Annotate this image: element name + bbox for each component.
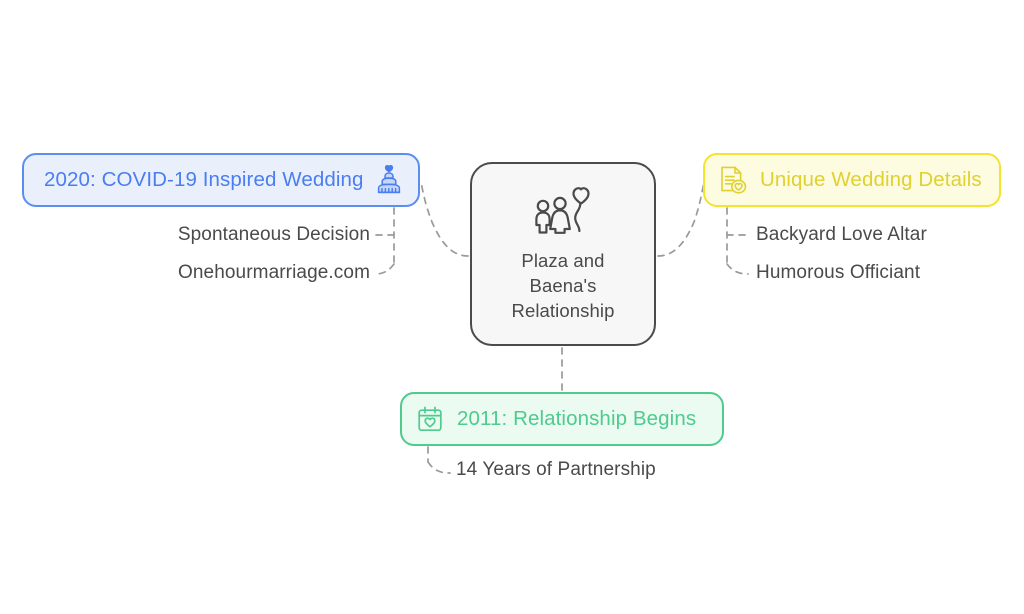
connector-center-to-details: [657, 181, 705, 257]
connector-timeline-leaf-1: [427, 461, 451, 474]
document-heart-icon: [719, 165, 747, 195]
connector-covid-leaf-2: [374, 263, 395, 275]
connector-center-to-covid: [420, 181, 469, 257]
leaf-label-humorous-officiant: Humorous Officiant: [756, 262, 921, 283]
calendar-heart-icon: [416, 405, 444, 433]
leaf-label-onehourmarriage: Onehourmarriage.com: [178, 262, 370, 283]
wedding-cake-icon: [376, 165, 402, 195]
connector-details-leaf-2: [726, 263, 749, 275]
branch-node-covid-wedding[interactable]: 2020: COVID-19 Inspired Wedding: [22, 153, 420, 207]
leaf-label-backyard-love-altar: Backyard Love Altar: [756, 224, 927, 245]
central-node[interactable]: Plaza and Baena's Relationship: [470, 162, 656, 346]
central-node-label: Plaza and Baena's Relationship: [511, 250, 615, 321]
couple-with-heart-balloon-icon: [531, 185, 595, 242]
branch-node-relationship-begins[interactable]: 2011: Relationship Begins: [400, 392, 724, 446]
branch-label-unique-details: Unique Wedding Details: [760, 168, 982, 191]
leaf-label-14-years-partnership: 14 Years of Partnership: [456, 459, 656, 480]
branch-label-relationship-begins: 2011: Relationship Begins: [457, 407, 697, 430]
branch-label-covid-wedding: 2020: COVID-19 Inspired Wedding: [44, 168, 364, 191]
branch-node-unique-details[interactable]: Unique Wedding Details: [703, 153, 1001, 207]
leaf-label-spontaneous-decision: Spontaneous Decision: [177, 224, 370, 245]
